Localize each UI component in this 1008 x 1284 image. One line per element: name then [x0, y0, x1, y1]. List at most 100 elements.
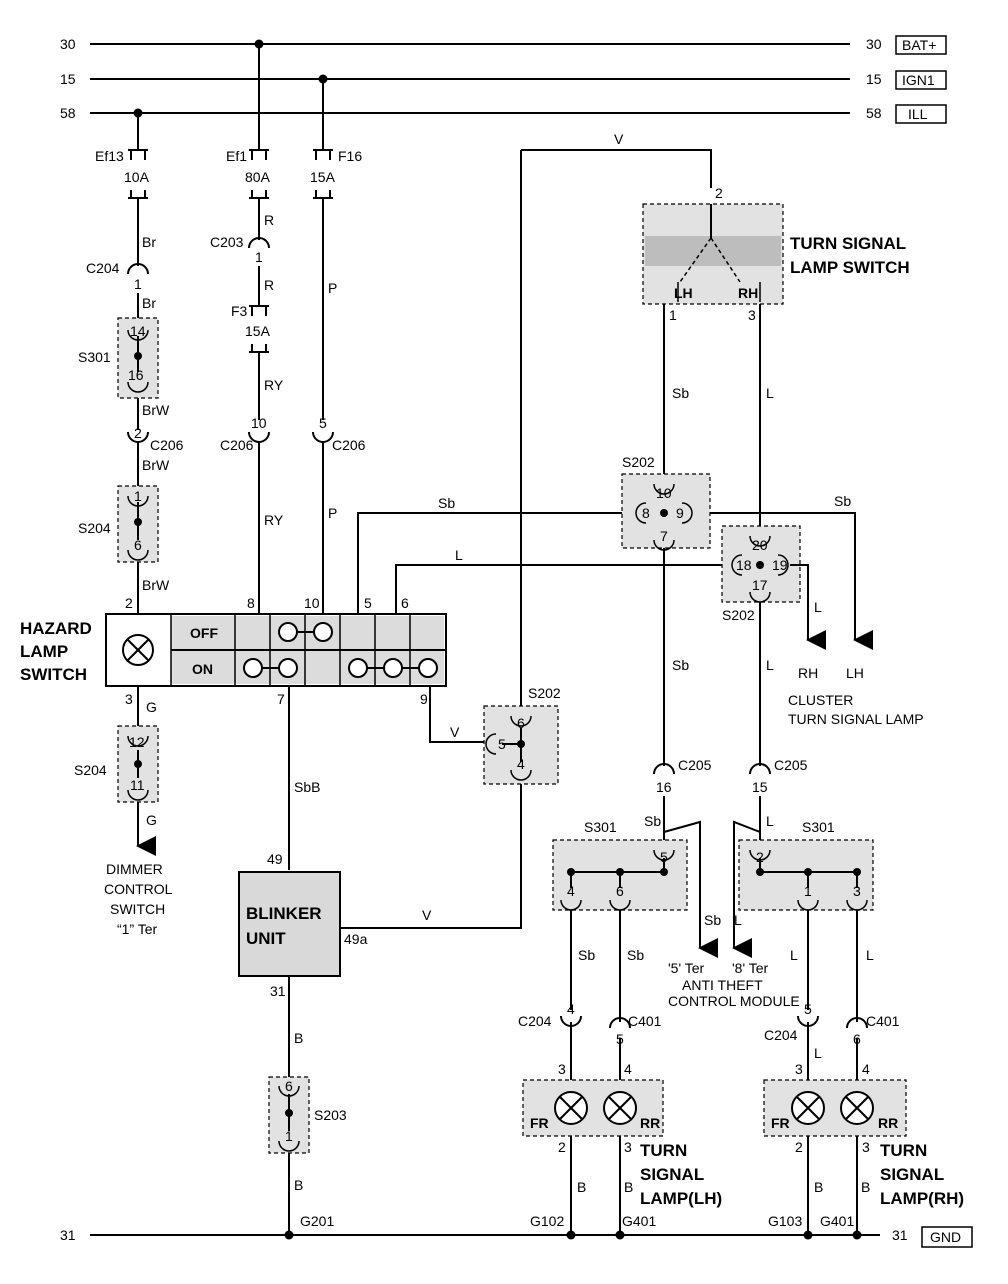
blinker-branch: SbB 49 BLINKER UNIT 49a V 31 B 6 1 S203 … — [238, 686, 522, 1240]
blinker-title-line2: UNIT — [246, 929, 286, 948]
ground-g401-label: G401 — [820, 1213, 854, 1229]
lamp-lh-title-line3: LAMP(LH) — [640, 1189, 722, 1208]
pin-label: 3 — [624, 1139, 632, 1155]
connector-icon — [653, 763, 675, 775]
blinker-title-line1: BLINKER — [246, 904, 322, 923]
rail-15-right-label: 15 — [866, 71, 882, 87]
splice-s202-label: S202 — [622, 454, 655, 470]
connector-icon — [731, 554, 743, 576]
blinker-unit-box — [238, 871, 341, 977]
pin-label: 16 — [128, 367, 144, 383]
connector-icon — [749, 535, 771, 547]
connector-icon — [510, 715, 532, 727]
pin-label: 1 — [804, 883, 812, 899]
connector-icon — [312, 431, 334, 443]
sb-branch: Sb S202 10 8 9 7 Sb Sb — [621, 304, 873, 766]
pin-label: 1 — [134, 276, 142, 292]
switch-lh-label: LH — [674, 285, 693, 301]
gnd-box — [921, 1226, 973, 1248]
wire-color: L — [866, 947, 874, 963]
connector-c206-label: C206 — [220, 437, 254, 453]
fuse-top-icon — [128, 149, 148, 160]
pin-label: 10 — [304, 595, 320, 611]
pin-label: 31 — [270, 983, 286, 999]
pin-label: 2 — [756, 849, 764, 865]
branch-f16: F16 15A P 5 C206 P 10 — [304, 79, 366, 614]
pin-label: 16 — [656, 779, 672, 795]
fuse-top-icon — [313, 149, 333, 160]
lamp-rr-icon — [603, 1091, 637, 1125]
pin-label: 9 — [676, 505, 684, 521]
atc-label-1: ANTI THEFT — [682, 977, 763, 993]
fuse-bottom-icon — [249, 344, 269, 353]
fuse-ef1-label: Ef1 — [226, 148, 247, 164]
wire-color: B — [294, 1177, 303, 1193]
fuse-ef1-amp: 80A — [245, 169, 271, 185]
connector-icon — [248, 237, 270, 249]
connector-c206-label: C206 — [150, 437, 184, 453]
connector-icon — [749, 763, 771, 775]
dimmer-label-3: SWITCH — [110, 901, 165, 917]
fuse-top-icon — [249, 149, 269, 160]
wire-color: SbB — [294, 779, 320, 795]
fuse-ef13-label: Ef13 — [95, 148, 124, 164]
switch-blade-icon — [679, 237, 741, 283]
rail-30-left-label: 30 — [60, 36, 76, 52]
pin-label: 2 — [125, 595, 133, 611]
lamp-lh-title-line2: SIGNAL — [640, 1165, 704, 1184]
wire-color: B — [814, 1179, 823, 1195]
splice-dot — [660, 868, 668, 876]
fuse-bottom-icon — [249, 190, 269, 199]
pin-label: 12 — [129, 734, 145, 750]
wire-color: V — [422, 907, 432, 923]
pin-label: 19 — [772, 557, 788, 573]
pin-label: 2 — [558, 1139, 566, 1155]
rail-31-right-label: 31 — [892, 1227, 908, 1243]
pin-label: 4 — [567, 1001, 575, 1017]
connector-icon — [653, 483, 675, 495]
wire-color: BrW — [142, 577, 170, 593]
fuse-f16-amp: 15A — [310, 169, 336, 185]
contact-icon — [243, 622, 438, 678]
ground-dot — [852, 1230, 862, 1240]
wire-color: G — [146, 699, 157, 715]
turn-signal-lamp-switch: LH RH TURN SIGNAL LAMP SWITCH 1 3 — [642, 203, 910, 323]
pin-label: 10 — [656, 485, 672, 501]
connector-icon — [127, 789, 149, 801]
ground-g102-label: G102 — [530, 1213, 564, 1229]
pin-label: 14 — [130, 323, 146, 339]
pin-label: 5 — [364, 595, 372, 611]
pin-label: 5 — [804, 1001, 812, 1017]
pin-label: 20 — [752, 537, 768, 553]
c205-connectors: C205 16 C205 15 — [653, 757, 808, 795]
pin-label: 5 — [660, 849, 668, 865]
cluster-rh-label: RH — [798, 665, 818, 681]
lamp-rh-title-line1: TURN — [880, 1141, 927, 1160]
splice-dot — [756, 868, 764, 876]
splice-s301-label: S301 — [802, 819, 835, 835]
ground-dot — [803, 1230, 813, 1240]
cluster-label-2: TURN SIGNAL LAMP — [788, 711, 924, 727]
ground-dot — [615, 1230, 625, 1240]
pin-label: 6 — [517, 715, 525, 731]
fuse-f3-label: F3 — [231, 303, 248, 319]
wire-color: BrW — [142, 457, 170, 473]
gnd-label: GND — [930, 1229, 961, 1245]
pin-label: 11 — [130, 777, 145, 793]
ill-label: ILL — [908, 106, 928, 122]
turn-signal-lamp-rh: 3 4 FR RR 2 3 TURN SIGNAL LAMP(RH) B B G… — [763, 1061, 964, 1240]
rail-30-right-label: 30 — [866, 36, 882, 52]
splice-s203-label: S203 — [314, 1107, 347, 1123]
ground-dot — [566, 1230, 576, 1240]
connector-icon — [777, 554, 789, 576]
wire-color: L — [766, 385, 774, 401]
atc-ter5-label: '5' Ter — [668, 960, 705, 976]
wire-color: L — [790, 947, 798, 963]
wire-color: R — [264, 212, 274, 228]
hazard-title-line2: LAMP — [20, 642, 68, 661]
wire-color: L — [455, 547, 463, 563]
wire-color: V — [450, 724, 460, 740]
wire-color: Br — [142, 234, 156, 250]
lamp-fr-label: FR — [771, 1115, 790, 1131]
